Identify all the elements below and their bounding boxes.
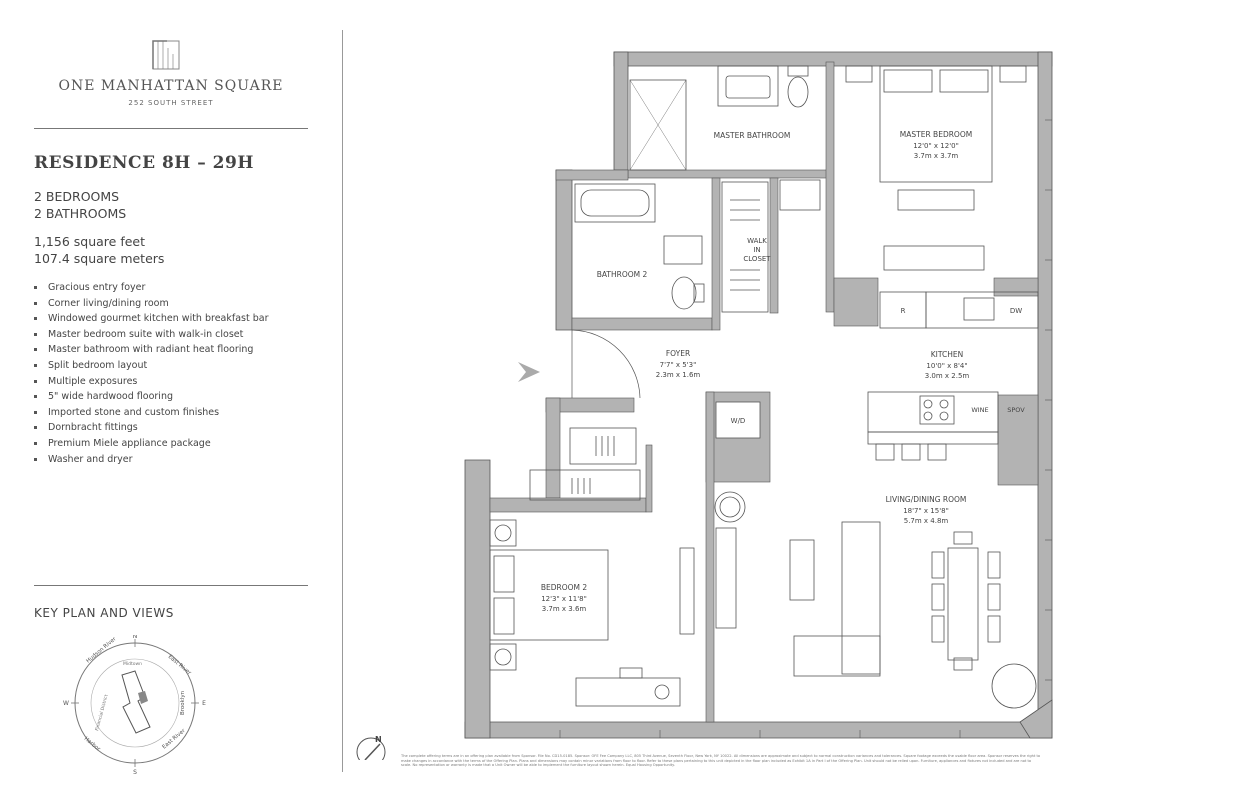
- room-label-kitchen: KITCHEN: [931, 350, 964, 359]
- view-label: Harbor: [83, 736, 102, 753]
- square-meters: 107.4 square meters: [34, 251, 165, 266]
- walk-in-closet-label-2: IN: [753, 246, 760, 254]
- living-furniture: [714, 491, 1037, 709]
- feature-list: Gracious entry foyer Corner living/dinin…: [34, 280, 268, 467]
- walk-in-closet-label-1: WALK: [747, 237, 767, 245]
- exterior-walls: [464, 51, 1053, 739]
- bedroom2-closets: [529, 427, 641, 501]
- view-label: Hudson River: [85, 636, 118, 665]
- feature-item: 5" wide hardwood flooring: [34, 389, 268, 405]
- fridge-label: R: [901, 307, 906, 315]
- feature-item: Washer and dryer: [34, 452, 268, 468]
- divider-rule: [34, 128, 308, 129]
- room-label-bathroom2: BATHROOM 2: [597, 270, 648, 279]
- master-toilet-tank: [787, 65, 809, 77]
- vertical-divider: [342, 30, 343, 772]
- building-footprint: [121, 670, 151, 734]
- dishwasher-label: DW: [1010, 307, 1022, 315]
- shower-stall: [629, 79, 687, 171]
- room-label-bedroom2: BEDROOM 2: [541, 583, 588, 592]
- washer-dryer: [715, 401, 761, 439]
- compass-north-label: N: [375, 735, 382, 744]
- kitchen-fixtures: [867, 291, 1039, 461]
- walk-in-closet-label-3: CLOSET: [743, 255, 771, 263]
- living-dims-metric: 5.7m x 4.8m: [904, 517, 949, 525]
- room-label-master-bath: MASTER BATHROOM: [714, 131, 791, 140]
- legal-disclaimer: The complete offering terms are in an of…: [401, 754, 1041, 768]
- master-bed: [779, 65, 1027, 271]
- bedroom2-furniture: [489, 519, 695, 707]
- brand-name: ONE MANHATTAN SQUARE: [58, 78, 284, 94]
- floor-plan: MASTER BATHROOM MASTER BEDROOM 12'0" x 1…: [356, 51, 1053, 760]
- master-bed-dims-metric: 3.7m x 3.7m: [914, 152, 959, 160]
- brand-address: 252 SOUTH STREET: [128, 99, 214, 107]
- feature-item: Corner living/dining room: [34, 296, 268, 312]
- view-label: Brooklyn: [180, 690, 186, 715]
- entry-door: [571, 329, 641, 399]
- feature-item: Imported stone and custom finishes: [34, 405, 268, 421]
- residence-title: RESIDENCE 8H – 29H: [34, 153, 254, 173]
- bedroom2-dims-imperial: 12'3" x 11'8": [541, 595, 587, 603]
- master-bath-fixtures: [629, 65, 809, 171]
- key-plan-title: KEY PLAN AND VIEWS: [34, 606, 174, 620]
- bathroom2-fixtures: [574, 183, 705, 310]
- wine-fridge-label: WINE: [971, 406, 988, 414]
- room-label-foyer: FOYER: [666, 349, 690, 358]
- foyer-dims-metric: 2.3m x 1.6m: [656, 371, 701, 379]
- view-label: Midtown: [123, 661, 142, 667]
- spov-label: SPOV: [1007, 406, 1025, 414]
- compass-inner-ring: [90, 658, 180, 748]
- feature-item: Dornbracht fittings: [34, 420, 268, 436]
- room-label-master-bed: MASTER BEDROOM: [900, 130, 972, 139]
- entry-arrow-icon: [518, 362, 540, 382]
- master-bed-dims-imperial: 12'0" x 12'0": [913, 142, 959, 150]
- north-compass-icon: N: [356, 735, 386, 760]
- bedroom2-dims-metric: 3.7m x 3.6m: [542, 605, 587, 613]
- bedroom-count: 2 BEDROOMS: [34, 189, 120, 204]
- key-south-label: S: [133, 769, 137, 775]
- living-dims-imperial: 18'7" x 15'8": [903, 507, 949, 515]
- feature-item: Gracious entry foyer: [34, 280, 268, 296]
- washer-dryer-label: W/D: [731, 417, 746, 425]
- square-feet: 1,156 square feet: [34, 234, 145, 249]
- kitchen-dims-metric: 3.0m x 2.5m: [925, 372, 970, 380]
- feature-item: Master bathroom with radiant heat floori…: [34, 342, 268, 358]
- vanity: [717, 65, 779, 107]
- feature-item: Windowed gourmet kitchen with breakfast …: [34, 311, 268, 327]
- window-mullions: [559, 119, 1052, 738]
- walk-in-closet-shelves: [721, 181, 769, 313]
- view-label: Financial District: [94, 694, 110, 732]
- key-east-label: E: [202, 700, 206, 707]
- feature-item: Master bedroom suite with walk-in closet: [34, 327, 268, 343]
- room-label-living: LIVING/DINING ROOM: [886, 495, 967, 504]
- foyer-dims-imperial: 7'7" x 5'3": [660, 361, 697, 369]
- key-north-label: N: [133, 635, 138, 640]
- key-plan-diagram: N S E W Hudson River East River Brooklyn…: [63, 635, 206, 775]
- divider-rule: [34, 585, 308, 586]
- feature-item: Multiple exposures: [34, 374, 268, 390]
- feature-item: Premium Miele appliance package: [34, 436, 268, 452]
- feature-item: Split bedroom layout: [34, 358, 268, 374]
- bathroom-count: 2 BATHROOMS: [34, 206, 127, 221]
- key-west-label: W: [63, 700, 69, 707]
- view-label: East River: [167, 654, 193, 677]
- building-logo-icon: [152, 40, 180, 70]
- info-sidebar: ONE MANHATTAN SQUARE 252 SOUTH STREET RE…: [0, 0, 340, 800]
- kitchen-dims-imperial: 10'0" x 8'4": [926, 362, 967, 370]
